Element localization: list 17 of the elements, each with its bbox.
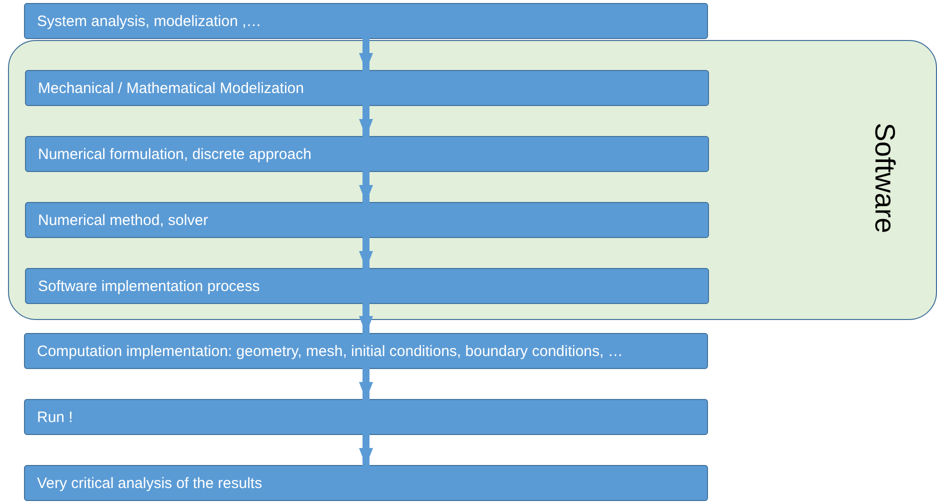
arrow (359, 37, 373, 71)
group-panel (8, 40, 937, 320)
process-box: Very critical analysis of the results (24, 465, 708, 501)
process-box: System analysis, modelization ,… (24, 3, 708, 39)
arrow (359, 367, 373, 400)
process-box: Software implementation process (25, 268, 709, 304)
arrow (359, 236, 373, 269)
process-box: Numerical formulation, discrete approach (25, 136, 709, 172)
arrow (359, 433, 373, 466)
arrow (359, 302, 373, 334)
process-box: Run ! (24, 399, 708, 435)
group-label: Software (868, 122, 900, 234)
process-box: Numerical method, solver (25, 202, 709, 238)
process-box: Mechanical / Mathematical Modelization (25, 70, 709, 106)
process-box: Computation implementation: geometry, mesh, initial conditions, boundary conditions, … (24, 333, 708, 369)
arrow (359, 170, 373, 203)
arrow (359, 104, 373, 137)
